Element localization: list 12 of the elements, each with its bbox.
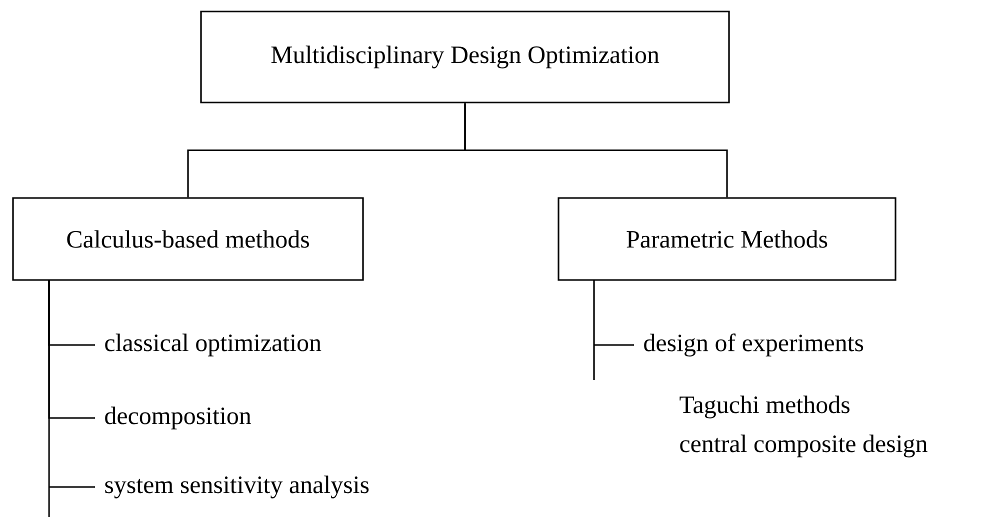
title-box: Multidisciplinary Design Optimization — [200, 10, 730, 104]
item-text: system sensitivity analysis — [105, 476, 369, 498]
connector-line — [593, 279, 635, 381]
item-text: design of experiments — [644, 334, 864, 356]
item-text: decomposition — [105, 406, 252, 430]
title-box: Parametric Methods — [558, 197, 896, 281]
item-text: classical optimization — [105, 334, 322, 356]
title-box: Calculus-based methods — [12, 197, 364, 281]
connector-line — [48, 279, 96, 517]
item-text: central composite design — [680, 434, 928, 458]
connector-line — [464, 103, 728, 198]
item-text: Taguchi methods — [680, 396, 850, 418]
